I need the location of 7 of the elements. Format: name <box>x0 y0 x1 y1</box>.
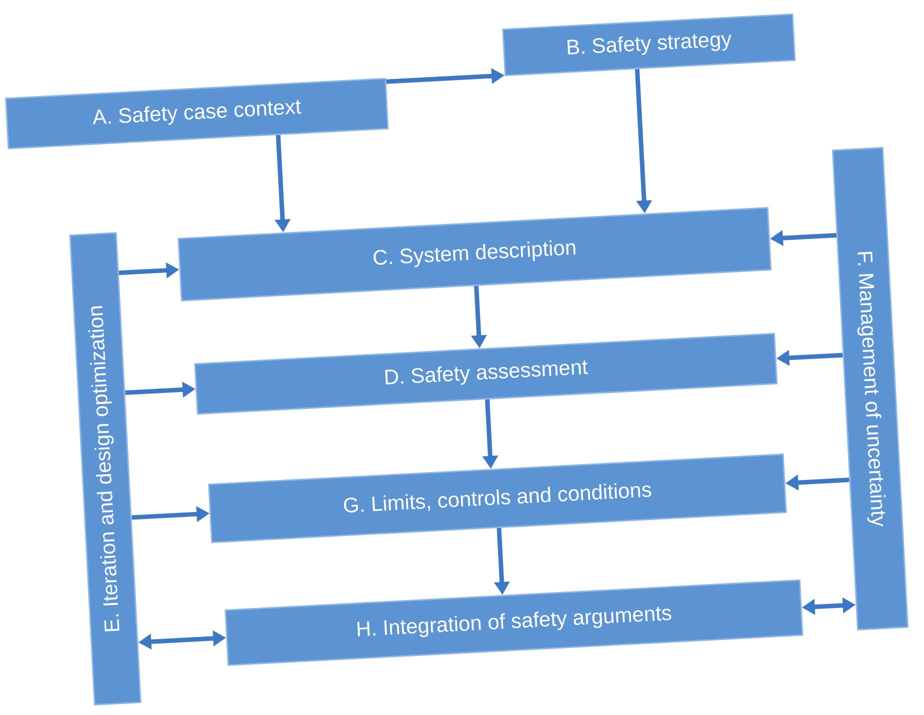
side-bar: E. Iteration and design optimization <box>69 232 142 706</box>
process-box: C. System description <box>178 207 772 302</box>
process-box: G. Limits, controls and conditions <box>208 454 787 544</box>
process-box: A. Safety case context <box>5 78 389 150</box>
process-box: D. Safety assessment <box>194 332 778 415</box>
process-box: H. Integration of safety arguments <box>224 579 804 666</box>
process-box: B. Safety strategy <box>502 13 796 76</box>
